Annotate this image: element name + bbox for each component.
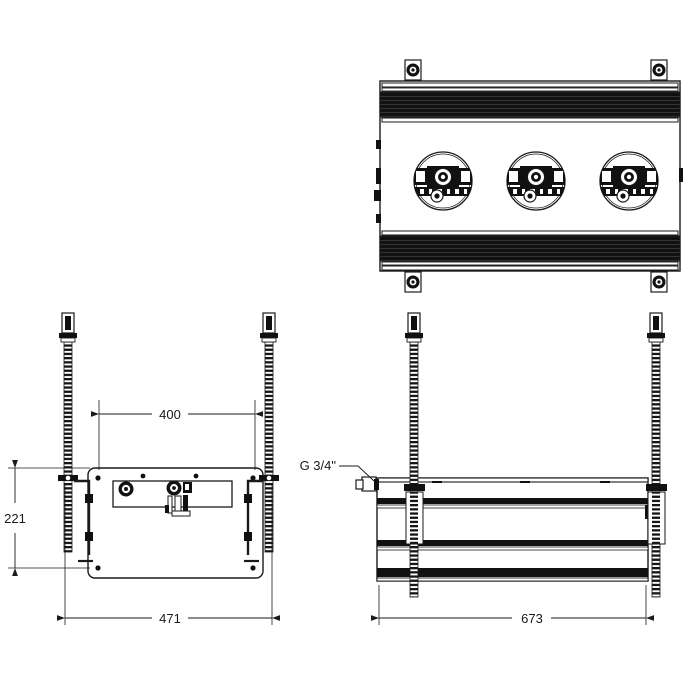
- front-valve-assembly: [165, 480, 192, 517]
- side-upper-band: [377, 498, 648, 504]
- plan-bracket-tab: [404, 271, 422, 293]
- dimension-400: 400: [91, 400, 263, 470]
- side-top-fixing: [600, 481, 610, 483]
- plan-edge-tab: [679, 168, 683, 182]
- dimension-673: 673: [371, 585, 654, 626]
- gas-callout-leader: [339, 465, 375, 482]
- front-elevation-view: 400 221 471: [4, 312, 280, 626]
- front-inlet-port: [118, 481, 134, 497]
- side-bottom-rail: [377, 568, 648, 577]
- dimension-471: 471: [57, 485, 280, 626]
- plate-fixing-dot: [250, 565, 256, 571]
- plan-edge-tab: [376, 168, 381, 184]
- side-suspension-rod-left: [404, 312, 425, 598]
- plate-fixing-dot: [193, 473, 199, 479]
- plate-fixing-dot: [95, 565, 101, 571]
- dimension-400-label: 400: [159, 407, 181, 422]
- front-rod-bracket-right: [244, 479, 263, 563]
- plan-burner-port: [506, 151, 566, 211]
- plate-fixing-dot: [250, 475, 256, 481]
- front-rod-bracket-left: [74, 479, 93, 563]
- plan-burner-port: [413, 151, 473, 211]
- gas-inlet-connector: [355, 476, 379, 492]
- side-suspension-rod-right: [646, 312, 667, 598]
- front-suspension-rod-left: [58, 312, 78, 553]
- plan-bottom-rail: [379, 230, 681, 271]
- dimension-471-label: 471: [159, 611, 181, 626]
- plan-burner-port: [599, 151, 659, 211]
- plate-fixing-dot: [140, 473, 146, 479]
- plan-edge-tab: [376, 214, 381, 223]
- side-lower-band-line: [376, 546, 649, 551]
- plan-bracket-tab: [650, 271, 668, 293]
- side-lower-band: [377, 540, 648, 546]
- plan-bracket-tab: [404, 59, 422, 81]
- gas-callout: G 3/4": [300, 458, 375, 482]
- dimension-221: 221: [4, 460, 90, 576]
- plan-edge-tab: [374, 190, 381, 201]
- plan-top-rail: [379, 82, 681, 123]
- plan-edge-tab: [376, 140, 381, 149]
- plan-bracket-tab: [650, 59, 668, 81]
- side-top-fixing: [432, 481, 442, 483]
- side-elevation-view: G 3/4": [300, 312, 667, 626]
- dimension-673-label: 673: [521, 611, 543, 626]
- dimension-221-label: 221: [4, 511, 26, 526]
- gas-callout-label: G 3/4": [300, 458, 337, 473]
- front-suspension-rod-right: [259, 312, 279, 553]
- plan-view: [374, 59, 683, 293]
- side-bottom-rail-line: [376, 577, 649, 582]
- side-top-fixing: [520, 481, 530, 483]
- plate-fixing-dot: [95, 475, 101, 481]
